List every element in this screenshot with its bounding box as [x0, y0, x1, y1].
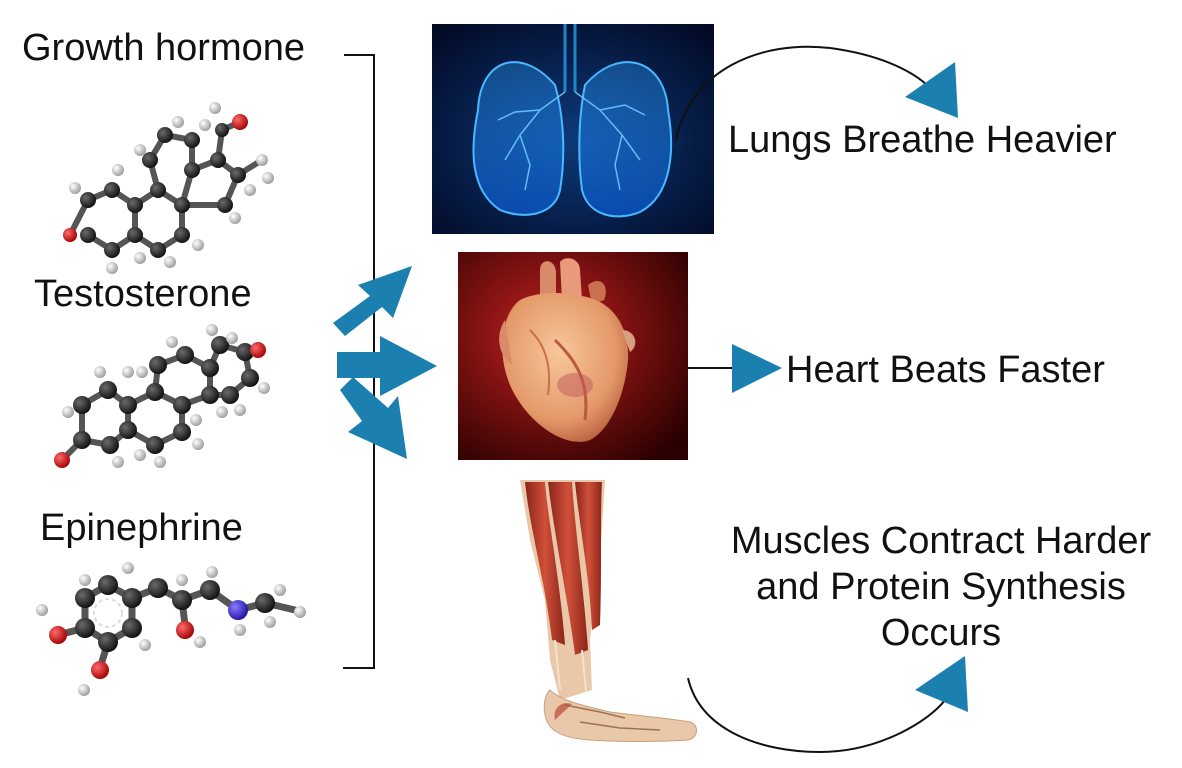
heart-effect-label: Heart Beats Faster	[786, 349, 1105, 391]
arrow-right	[337, 336, 437, 396]
muscles-arrowhead	[915, 656, 968, 712]
lungs-image	[432, 24, 714, 234]
lungs-arrowhead	[905, 62, 958, 118]
growth-hormone-molecule	[63, 102, 274, 274]
muscles-cycle-arrow	[687, 656, 968, 754]
heart-image	[458, 252, 688, 460]
arrow-down-right	[340, 377, 407, 459]
muscles-effect-label: Muscles Contract Harder and Protein Synt…	[700, 518, 1182, 656]
muscles-effect-line-3: Occurs	[880, 612, 1002, 654]
epinephrine-molecule	[36, 562, 306, 696]
lungs-effect-label: Lungs Breathe Heavier	[728, 119, 1117, 161]
arrow-up-right	[333, 266, 412, 336]
epinephrine-label: Epinephrine	[40, 507, 243, 549]
leg-muscles-image	[520, 480, 697, 742]
testosterone-label: Testosterone	[34, 273, 252, 315]
heart-connector-arrow	[688, 344, 782, 393]
muscles-effect-line-1: Muscles Contract Harder	[730, 520, 1152, 562]
heart-arrowhead	[732, 344, 782, 393]
muscles-effect-line-2: and Protein Synthesis	[756, 566, 1126, 608]
growth-hormone-label: Growth hormone	[22, 27, 306, 69]
testosterone-molecule	[54, 324, 270, 468]
lungs-cycle-arrow	[675, 45, 958, 141]
hormone-arrows	[333, 266, 437, 459]
